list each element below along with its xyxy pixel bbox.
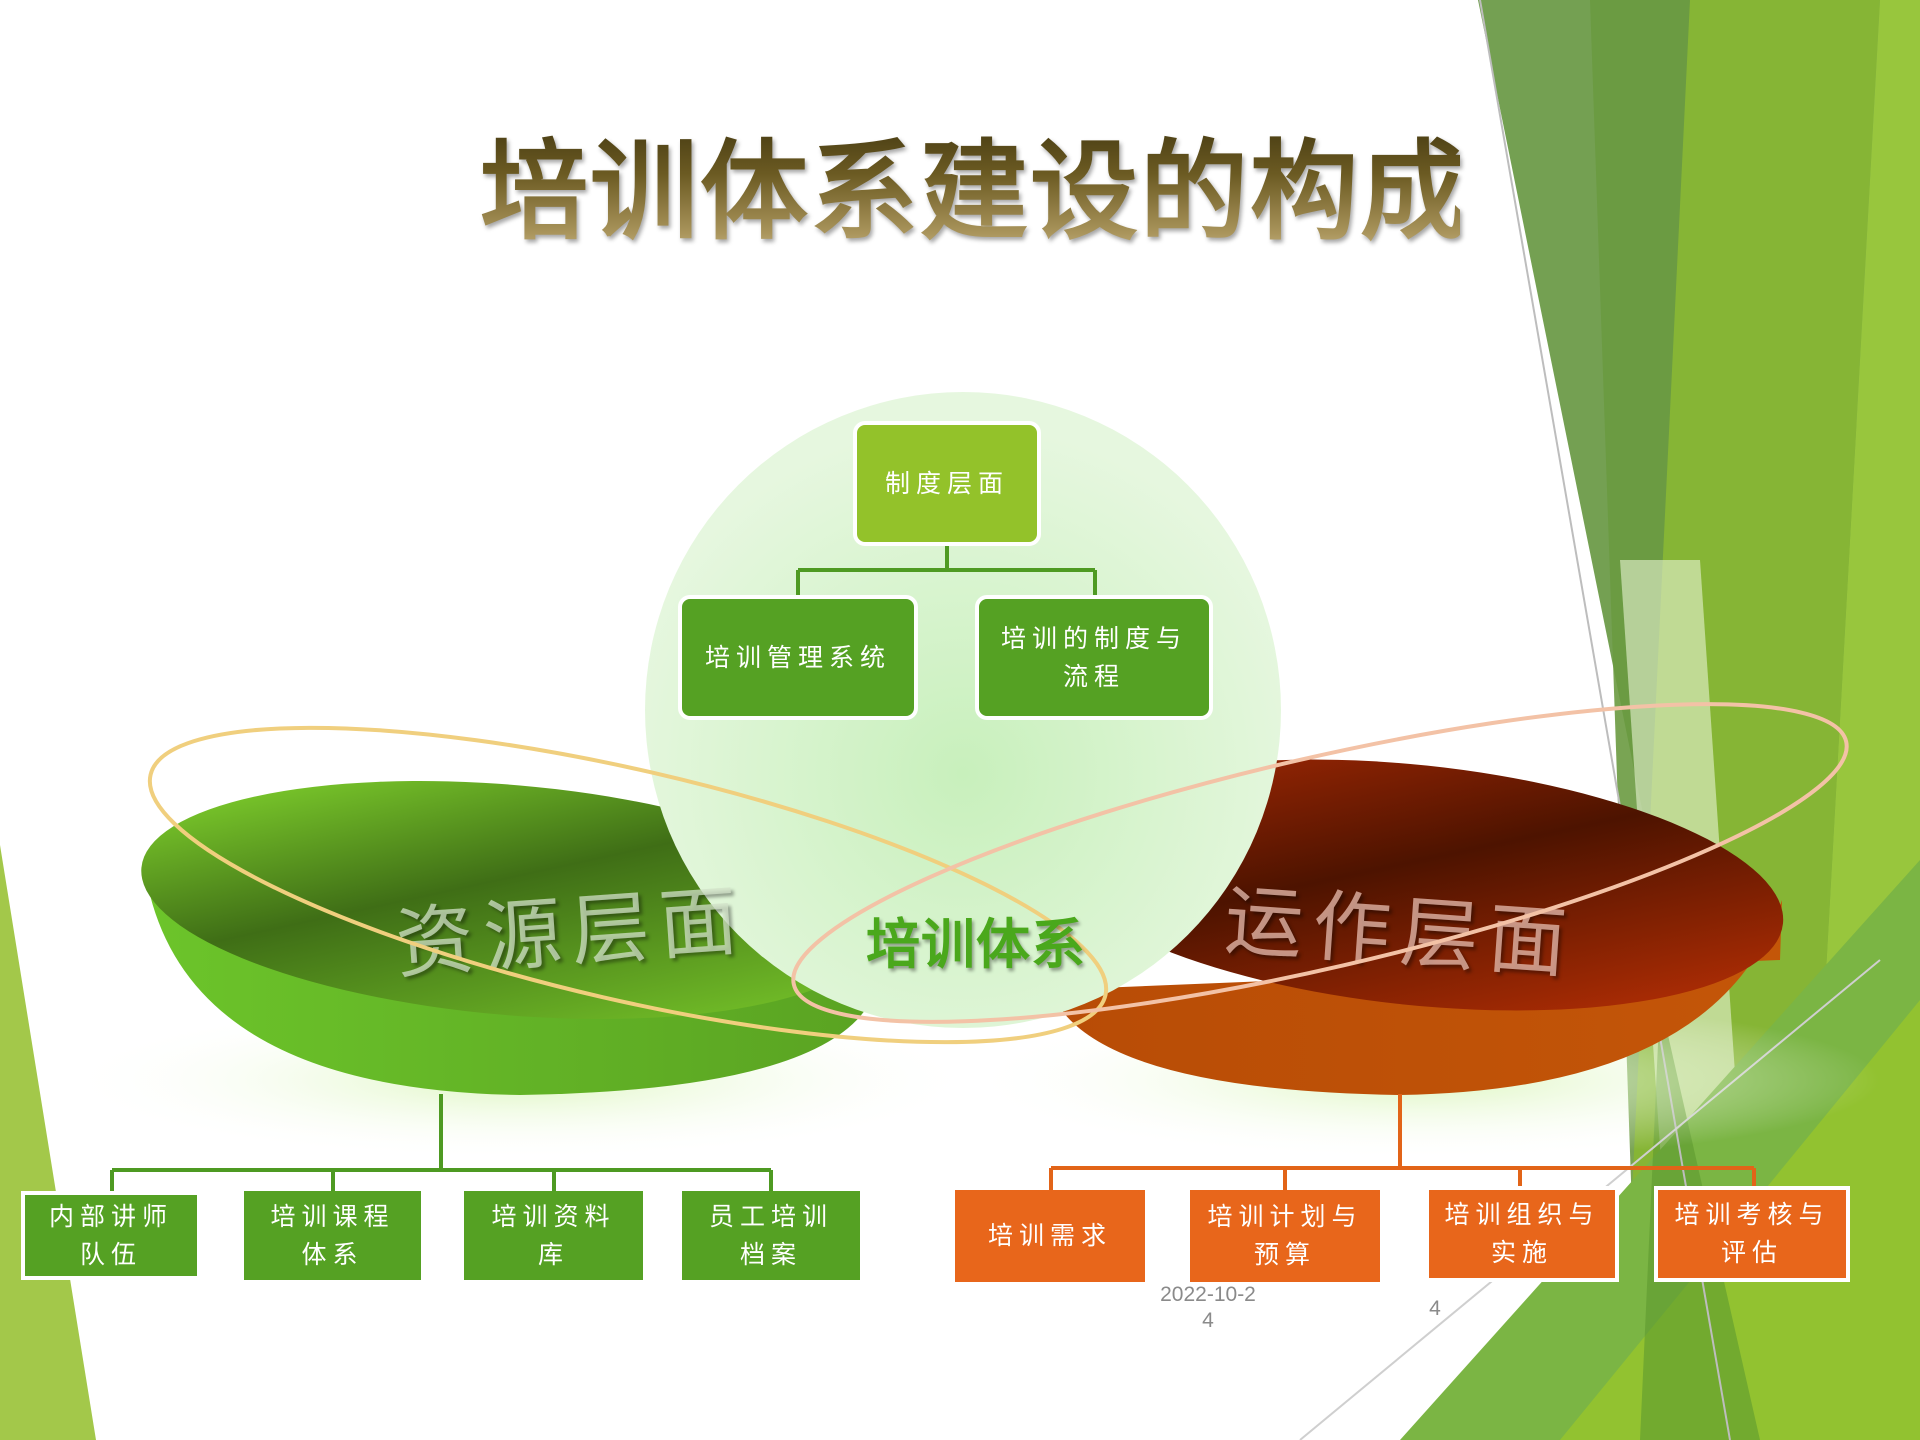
slide-title: 培训体系建设的构成 (480, 128, 1468, 258)
resource-item-label: 培训资料库 (491, 1201, 616, 1269)
resource-item-box[interactable]: 培训资料库 (464, 1191, 643, 1280)
institution-root-label: 制度层面 (884, 468, 1009, 498)
operation-item-box[interactable]: 培训计划与预算 (1190, 1190, 1380, 1282)
resource-item-label: 培训课程体系 (270, 1201, 395, 1269)
slide-date: 2022-10-24 (1160, 1283, 1256, 1332)
resource-item-box[interactable]: 员工培训档案 (682, 1191, 860, 1280)
operation-item-label: 培训需求 (987, 1221, 1112, 1250)
resource-item-label: 内部讲师队伍 (48, 1201, 173, 1269)
institution-child-box[interactable]: 培训的制度与流程 (975, 595, 1213, 720)
institution-root-box[interactable]: 制度层面 (853, 421, 1041, 546)
operation-item-box[interactable]: 培训需求 (955, 1190, 1145, 1282)
operation-item-box[interactable]: 培训组织与实施 (1425, 1186, 1619, 1282)
resource-item-box[interactable]: 培训课程体系 (244, 1191, 421, 1280)
operation-item-label: 培训计划与预算 (1207, 1202, 1363, 1269)
institution-child-label: 培训管理系统 (704, 642, 891, 672)
institution-child-box[interactable]: 培训管理系统 (678, 595, 918, 720)
operation-item-label: 培训考核与评估 (1674, 1200, 1830, 1267)
slide-page-number: 4 (1429, 1297, 1441, 1320)
institution-child-label: 培训的制度与流程 (1000, 623, 1187, 691)
center-label: 培训体系 (866, 913, 1086, 976)
operation-item-label: 培训组织与实施 (1444, 1200, 1600, 1267)
operation-item-box[interactable]: 培训考核与评估 (1654, 1186, 1850, 1282)
resource-item-label: 员工培训档案 (708, 1201, 833, 1269)
resource-item-box[interactable]: 内部讲师队伍 (21, 1191, 201, 1280)
